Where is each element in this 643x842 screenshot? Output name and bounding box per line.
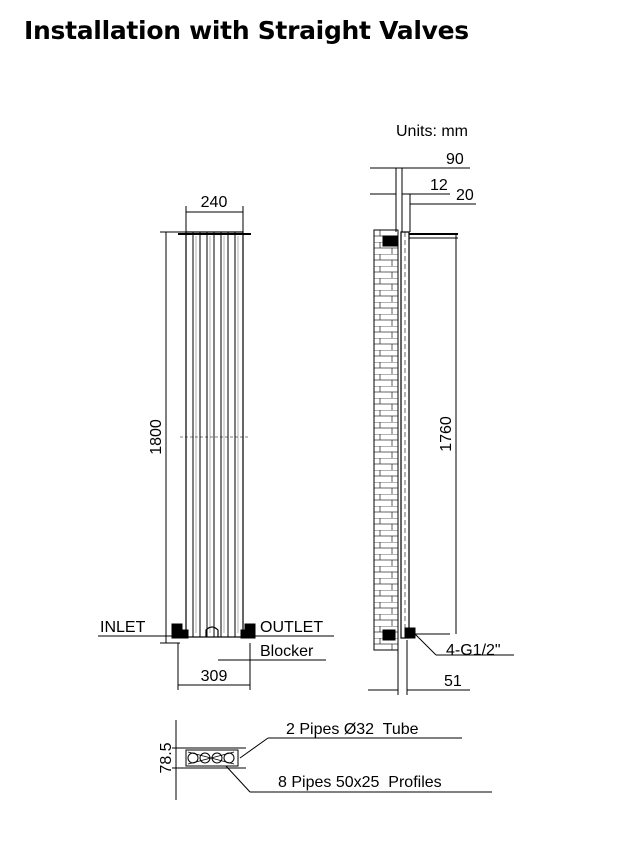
front-width-label: 240 <box>201 194 228 211</box>
depth-label: 90 <box>446 151 464 168</box>
thread-label: 4-G1/2" <box>446 642 501 659</box>
blocker-label: Blocker <box>260 643 314 660</box>
page-title: Installation with Straight Valves <box>24 16 469 45</box>
pipes-label: 2 Pipes Ø32 Tube <box>286 721 419 738</box>
section-height-label: 78.5 <box>158 742 175 773</box>
outlet-label: OUTLET <box>260 619 323 636</box>
inlet-label: INLET <box>100 619 146 636</box>
inlet-valve <box>98 623 189 639</box>
gap-label: 12 <box>430 177 448 194</box>
profiles-label: 8 Pipes 50x25 Profiles <box>278 774 442 791</box>
side-height-label: 1760 <box>438 416 455 452</box>
offset-label: 20 <box>456 187 474 204</box>
front-height-label: 1800 <box>148 419 165 455</box>
cross-section <box>172 720 492 800</box>
bottom-dimension-label: 51 <box>444 673 462 690</box>
front-view <box>98 206 334 690</box>
side-view <box>368 167 514 695</box>
units-label: Units: mm <box>396 123 468 140</box>
outlet-valve <box>240 623 334 639</box>
valve-span-label: 309 <box>201 668 228 685</box>
brick-wall <box>373 229 399 651</box>
